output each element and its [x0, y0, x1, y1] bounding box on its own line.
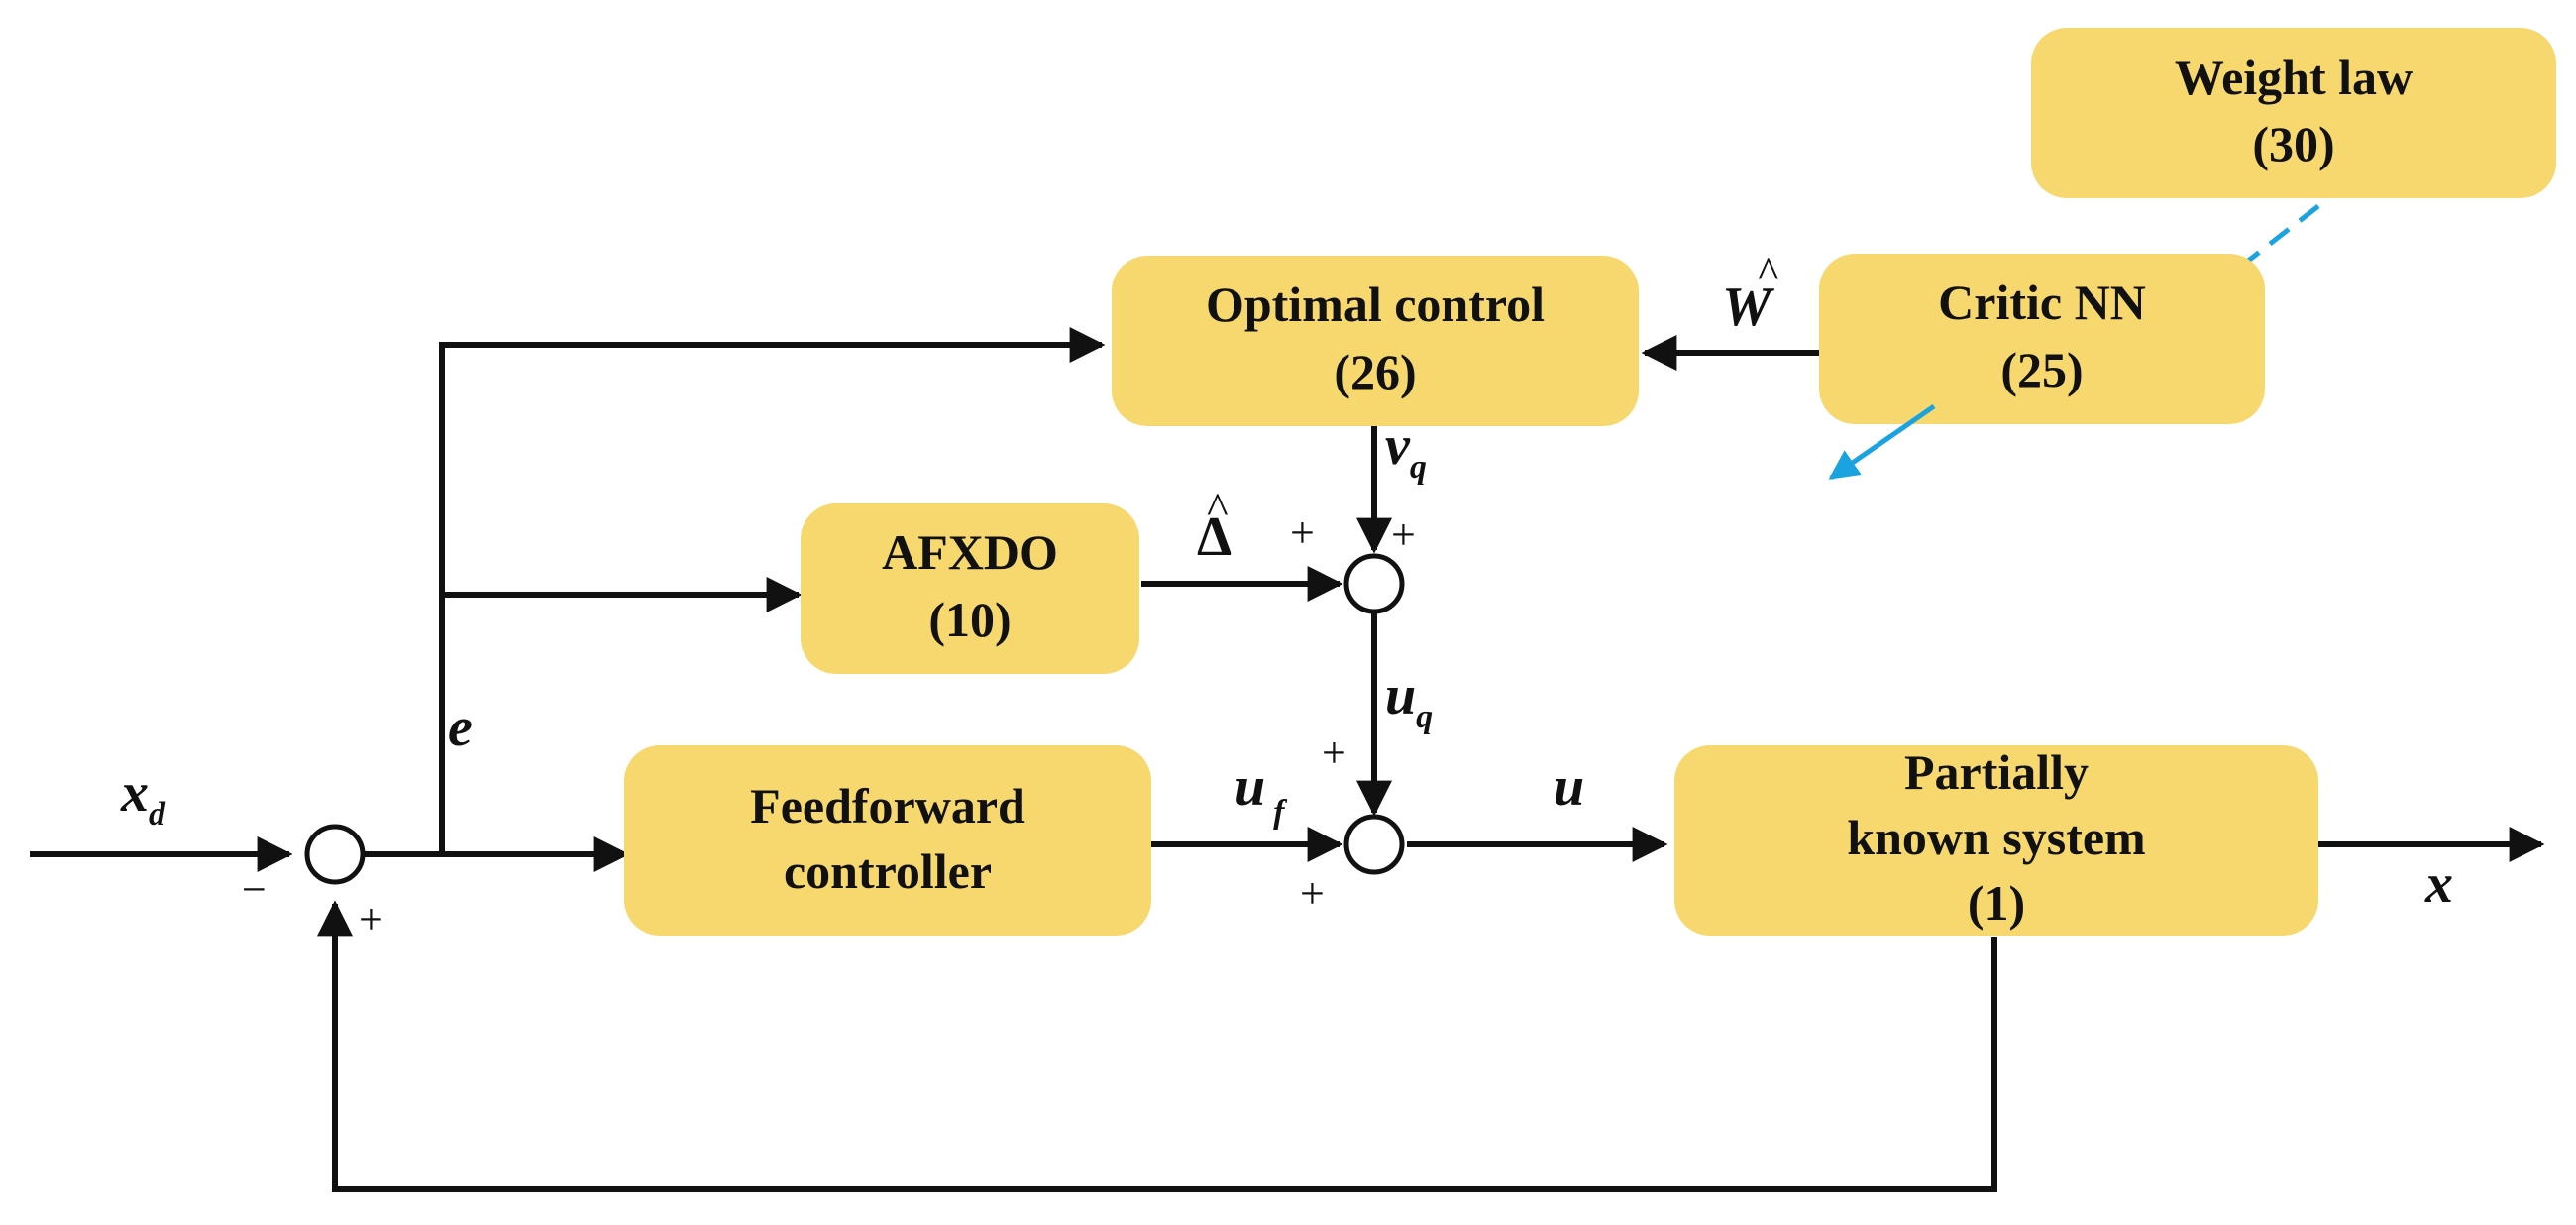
- signal-xd-label: xd: [120, 762, 166, 833]
- optimal-control-title: Optimal control: [1206, 277, 1545, 332]
- signal-delta-hat-label: ^ Δ: [1197, 483, 1232, 568]
- critic-nn-equation: (25): [2000, 342, 2083, 397]
- afxdo-block: AFXDO (10): [801, 503, 1139, 674]
- signal-uq-label: uq: [1385, 665, 1433, 735]
- optimal-control-equation: (26): [1334, 344, 1416, 399]
- sign-error-plus: +: [359, 895, 383, 944]
- sign-u-top-plus: +: [1322, 728, 1346, 777]
- signal-vq-label: vq: [1385, 415, 1427, 486]
- signal-e-label: e: [448, 697, 473, 758]
- feedforward-controller-block: Feedforward controller: [624, 745, 1151, 936]
- sign-q-left-plus: +: [1290, 508, 1315, 557]
- feedforward-title: Feedforward: [750, 778, 1025, 834]
- svg-text:W: W: [1722, 277, 1775, 338]
- feedback-loop-wire: [317, 900, 1997, 1192]
- signal-x-label: x: [2424, 853, 2453, 915]
- signal-u-label: u: [1554, 756, 1584, 818]
- weight-law-block: Weight law (30): [2031, 28, 2556, 198]
- plant-title-line2: known system: [1847, 810, 2145, 865]
- plant-title-line1: Partially: [1904, 744, 2089, 800]
- svg-text:^: ^: [1207, 483, 1229, 533]
- feedforward-subtitle: controller: [784, 843, 992, 899]
- critic-nn-block: Critic NN (25): [1819, 254, 2265, 424]
- weight-tuning-arrow-tail: [1828, 403, 1936, 481]
- afxdo-equation: (10): [928, 592, 1011, 647]
- afxdo-title: AFXDO: [882, 524, 1058, 580]
- plant-equation: (1): [1968, 875, 2025, 931]
- q-summing-junction: [1343, 553, 1405, 614]
- sign-q-top-plus: +: [1391, 510, 1416, 559]
- svg-text:^: ^: [1758, 247, 1779, 297]
- critic-nn-title: Critic NN: [1938, 275, 2146, 330]
- sign-error-minus: −: [242, 865, 267, 914]
- plant-block: Partially known system (1): [1674, 744, 2318, 936]
- svg-text:Δ: Δ: [1197, 506, 1232, 568]
- u-summing-junction: [1343, 814, 1405, 875]
- error-summing-junction: [304, 824, 366, 885]
- weight-law-title: Weight law: [2175, 50, 2413, 105]
- optimal-control-block: Optimal control (26): [1112, 256, 1639, 426]
- sign-u-bottom-plus: +: [1300, 869, 1325, 918]
- weight-law-equation: (30): [2252, 116, 2334, 171]
- signal-w-hat-label: ^ W: [1722, 247, 1779, 338]
